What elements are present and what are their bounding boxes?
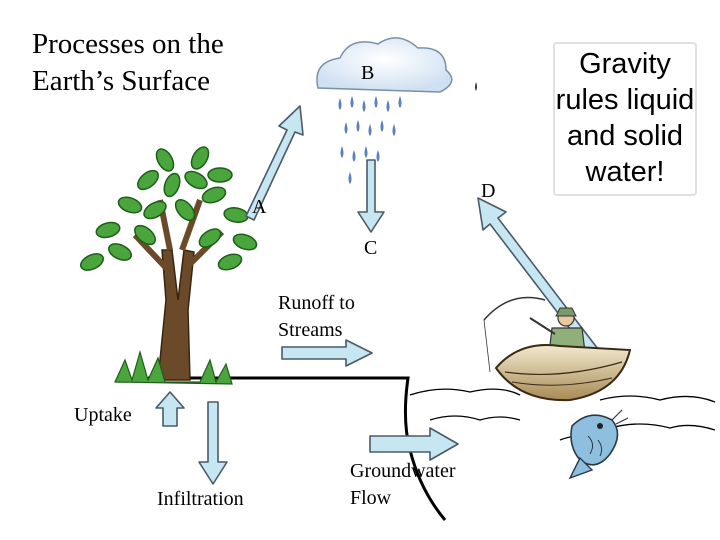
fish-icon — [568, 409, 629, 480]
diagram-title: Processes on the Earth’s Surface — [32, 28, 224, 97]
label-uptake: Uptake — [74, 404, 132, 426]
arrow-a-transpiration — [245, 105, 304, 221]
label-a: A — [252, 196, 267, 218]
gravity-note: Gravity rules liquid and solid water! — [553, 42, 697, 196]
tree-icon — [79, 146, 258, 385]
label-c: C — [364, 237, 378, 259]
arrow-groundwater — [369, 427, 459, 461]
arrow-infiltration — [198, 401, 228, 485]
arrow-runoff — [281, 339, 373, 367]
fishing-boat-icon — [483, 296, 632, 402]
label-d: D — [481, 180, 496, 202]
label-runoff: Runoff to Streams — [278, 292, 355, 341]
label-infiltration: Infiltration — [157, 488, 244, 510]
rain-cloud-icon — [316, 37, 477, 184]
arrow-c-precipitation — [357, 159, 385, 233]
label-groundwater: Groundwater Flow — [350, 460, 456, 509]
label-b: B — [361, 62, 375, 84]
arrow-uptake — [155, 391, 185, 427]
